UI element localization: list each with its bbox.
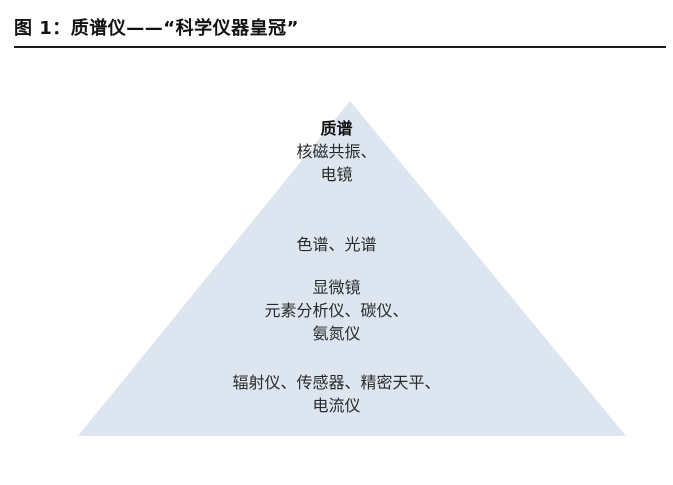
title-divider: [14, 46, 666, 48]
tier-4-line-1: 辐射仪、传感器、精密天平、: [232, 373, 441, 392]
tier-2-label: 色谱、光谱: [0, 233, 673, 256]
tier-4-label: 辐射仪、传感器、精密天平、 电流仪: [0, 371, 673, 417]
tier-3-line-3: 氨氮仪: [312, 324, 361, 343]
tier-1-line-1: 质谱: [320, 119, 353, 138]
tier-1-line-2: 核磁共振、: [296, 142, 377, 161]
pyramid-triangle: [78, 101, 626, 436]
tier-3-label: 显微镜 元素分析仪、碳仪、 氨氮仪: [0, 276, 673, 345]
figure-title: 图 1：质谱仪——“科学仪器皇冠”: [14, 18, 299, 39]
tier-2-line-1: 色谱、光谱: [296, 235, 377, 254]
tier-4-line-2: 电流仪: [312, 396, 361, 415]
tier-1-line-3: 电镜: [320, 165, 353, 184]
figure-header: 图 1：质谱仪——“科学仪器皇冠”: [14, 14, 666, 48]
tier-1-label: 质谱 核磁共振、 电镜: [0, 117, 673, 186]
tier-3-line-1: 显微镜: [312, 278, 361, 297]
tier-3-line-2: 元素分析仪、碳仪、: [264, 301, 409, 320]
